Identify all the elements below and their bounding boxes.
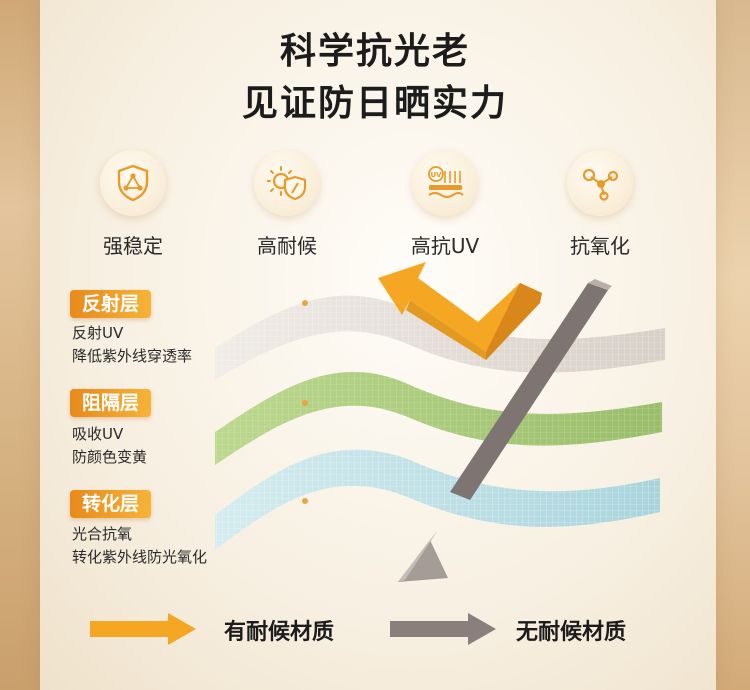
shield-triangle-icon xyxy=(100,150,166,216)
conversion-layer-sheet xyxy=(215,449,660,550)
layer-tag-reflective: 反射层 xyxy=(70,290,152,318)
desc-line: 反射UV xyxy=(72,324,124,342)
wood-background-right xyxy=(716,0,750,690)
molecule-icon xyxy=(567,150,633,216)
title-line-2: 见证防日晒实力 xyxy=(241,83,508,124)
leader-dot xyxy=(302,400,308,406)
title-line-1: 科学抗光老 xyxy=(279,31,470,72)
leader-dot xyxy=(302,498,308,504)
sun-shield-icon xyxy=(254,150,320,216)
feature-label: 强稳定 xyxy=(103,234,163,258)
desc-line: 防颜色变黄 xyxy=(72,448,148,466)
orange-legend-arrow-icon xyxy=(90,613,196,645)
feature-weather-resistance: 高耐候 xyxy=(232,150,342,259)
desc-line: 吸收UV xyxy=(72,425,124,443)
feature-antioxidant: 抗氧化 xyxy=(545,150,655,259)
layer-tag-conversion: 转化层 xyxy=(70,490,152,518)
feature-stability: 强稳定 xyxy=(78,150,188,259)
desc-line: 降低紫外线穿透率 xyxy=(72,347,193,365)
feature-high-uv: UV 高抗UV xyxy=(390,150,500,259)
legend-with-material: 有耐候材质 xyxy=(224,620,335,645)
wood-background-left xyxy=(0,0,40,690)
desc-line: 光合抗氧 xyxy=(72,525,133,543)
svg-text:UV: UV xyxy=(430,171,442,179)
feature-label: 抗氧化 xyxy=(570,234,630,258)
gray-legend-arrow-icon xyxy=(390,613,496,645)
feature-label: 高抗UV xyxy=(410,234,480,258)
barrier-layer-sheet xyxy=(215,371,662,465)
feature-label: 高耐候 xyxy=(257,234,317,258)
layer-tag-barrier: 阻隔层 xyxy=(70,389,152,417)
desc-line: 转化紫外线防光氧化 xyxy=(72,548,208,566)
leader-dot xyxy=(302,300,308,306)
penetrating-arrow xyxy=(398,279,612,582)
layer-desc-conversion: 光合抗氧 转化紫外线防光氧化 xyxy=(72,523,207,569)
layer-desc-barrier: 吸收UV 防颜色变黄 xyxy=(72,423,147,469)
layer-desc-reflective: 反射UV 降低紫外线穿透率 xyxy=(72,322,192,368)
uv-filter-icon: UV xyxy=(412,150,478,216)
legend-without-material: 无耐候材质 xyxy=(516,620,627,645)
reflected-arrow xyxy=(378,262,542,360)
